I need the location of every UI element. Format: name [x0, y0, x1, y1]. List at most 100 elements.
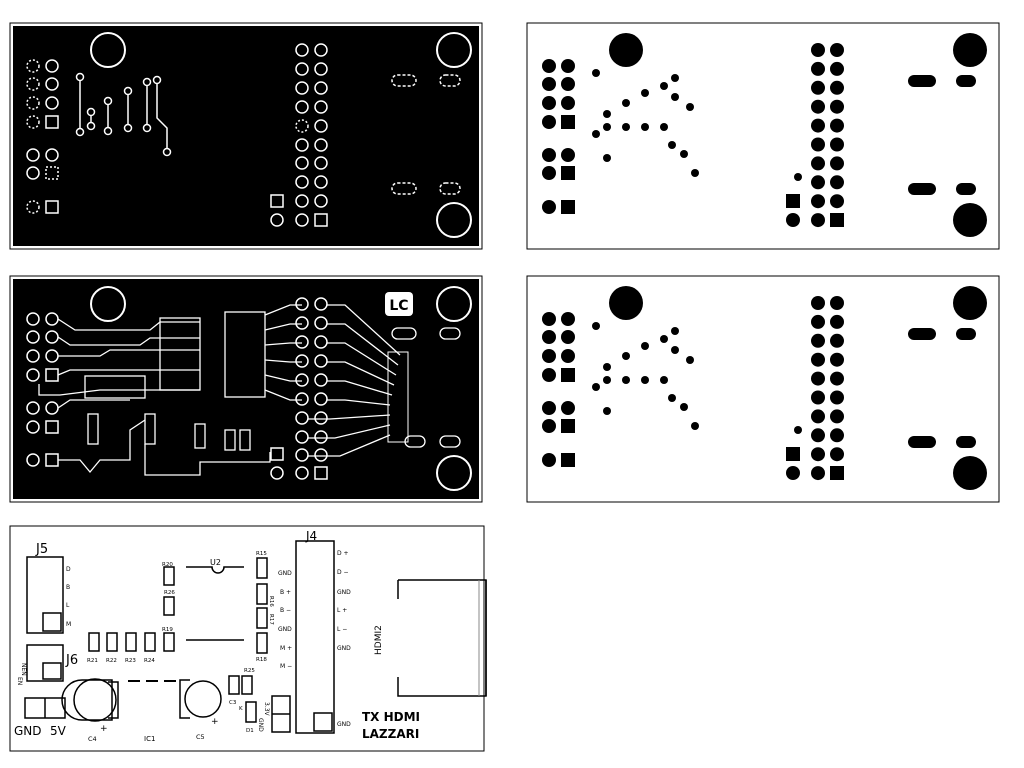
j5-pin1	[42, 612, 62, 632]
drill-slot	[908, 328, 936, 340]
drill-via	[660, 335, 668, 343]
label-r26: R26	[164, 590, 175, 596]
panel-drill-bottom	[526, 275, 1000, 503]
j6-pin-label: EN	[16, 677, 23, 685]
bottom-vias	[75, 72, 172, 157]
drill-pad	[542, 200, 556, 214]
j5-outline	[26, 556, 64, 634]
drill-via	[671, 346, 679, 354]
drill-pad	[830, 314, 844, 329]
drill-pad	[542, 77, 556, 91]
resistors-column	[163, 566, 175, 652]
drill-via	[592, 383, 600, 391]
mounting-hole	[436, 32, 472, 68]
panel-frame	[526, 22, 1000, 250]
panel-copper-top: LC	[9, 275, 483, 503]
drill-pad	[811, 99, 825, 114]
drill-pad	[811, 352, 825, 367]
drill-pad	[811, 428, 825, 443]
label-c4: C4	[88, 735, 97, 743]
copper-fill	[13, 26, 479, 246]
hdmi-slots	[391, 74, 461, 195]
drill-pad-square	[561, 368, 575, 382]
c5-body	[184, 680, 222, 718]
drill-pad	[830, 409, 844, 424]
label-r23: R23	[125, 658, 136, 664]
mounting-hole	[90, 32, 126, 68]
mounting-hole	[436, 286, 472, 322]
c4-outline	[61, 679, 119, 721]
c4-body	[73, 678, 117, 722]
title-line-2: LAZZARI	[362, 727, 419, 741]
label-r24: R24	[144, 658, 155, 664]
drill-pad	[542, 453, 556, 467]
drill-pad	[542, 368, 556, 382]
svg-text:GND: GND	[278, 570, 292, 577]
drill-pad	[811, 296, 825, 310]
drill-pad	[830, 428, 844, 443]
drill-pad	[830, 80, 844, 95]
mounting-hole-drill	[609, 286, 643, 320]
drill-pad	[811, 61, 825, 76]
mounting-hole	[436, 202, 472, 238]
drill-pad	[830, 99, 844, 114]
drill-pad	[811, 333, 825, 348]
j5-pin-label: D	[66, 566, 71, 573]
j4-left-labels: GND B + B − GND M + M −	[278, 570, 292, 670]
drill-via	[622, 99, 630, 107]
svg-text:GND: GND	[337, 589, 351, 596]
drill-via	[592, 69, 600, 77]
c5-outline	[179, 679, 190, 719]
drill-via	[660, 376, 668, 384]
drill-pad	[811, 156, 825, 171]
drill-pad	[811, 409, 825, 424]
label-r16: R16	[268, 596, 274, 607]
mounting-hole-drill	[609, 33, 643, 67]
drill-pad-square	[561, 200, 575, 214]
drill-slot	[908, 75, 936, 87]
drill-slot	[956, 436, 976, 448]
drill-pad	[811, 213, 825, 228]
svg-text:M −: M −	[280, 663, 292, 670]
drill-pad	[830, 194, 844, 209]
svg-text:L +: L +	[337, 607, 347, 614]
drill-pad	[830, 352, 844, 367]
c3-outline	[241, 675, 253, 695]
drill-slot	[956, 75, 976, 87]
label-r18: R18	[256, 657, 267, 663]
title-line-1: TX HDMI	[362, 710, 420, 724]
panel-copper-bottom	[9, 22, 483, 250]
label-c3: C3	[229, 700, 237, 706]
j5-pin-label: B	[66, 584, 70, 591]
label-j4: J4	[305, 529, 317, 543]
drill-pad	[561, 349, 575, 363]
drill-slot	[956, 328, 976, 340]
label-r15: R15	[256, 551, 267, 557]
u2-top-outline	[186, 566, 244, 574]
label-r19: R19	[162, 627, 173, 633]
drill-via	[668, 394, 676, 402]
drill-via	[641, 376, 649, 384]
drill-pad	[561, 148, 575, 162]
drill-pad	[830, 447, 844, 462]
svg-text:M +: M +	[280, 645, 292, 652]
drill-via	[668, 141, 676, 149]
label-ic1: IC1	[144, 735, 155, 743]
drill-pad	[542, 166, 556, 180]
drill-pad	[561, 401, 575, 415]
j4-header-pads	[270, 297, 328, 480]
drill-via	[686, 103, 694, 111]
drill-slot	[908, 183, 936, 195]
drill-via	[691, 422, 699, 430]
label-c5: C5	[196, 733, 205, 741]
drill-pad	[811, 118, 825, 133]
label-k: K	[239, 706, 243, 712]
drill-pad-square	[561, 419, 575, 433]
drill-pad	[811, 194, 825, 209]
drill-via	[686, 356, 694, 364]
mounting-hole	[90, 286, 126, 322]
label-d1: D1	[246, 728, 254, 734]
drill-pad	[542, 330, 556, 344]
c4-polarity: +	[100, 724, 108, 734]
